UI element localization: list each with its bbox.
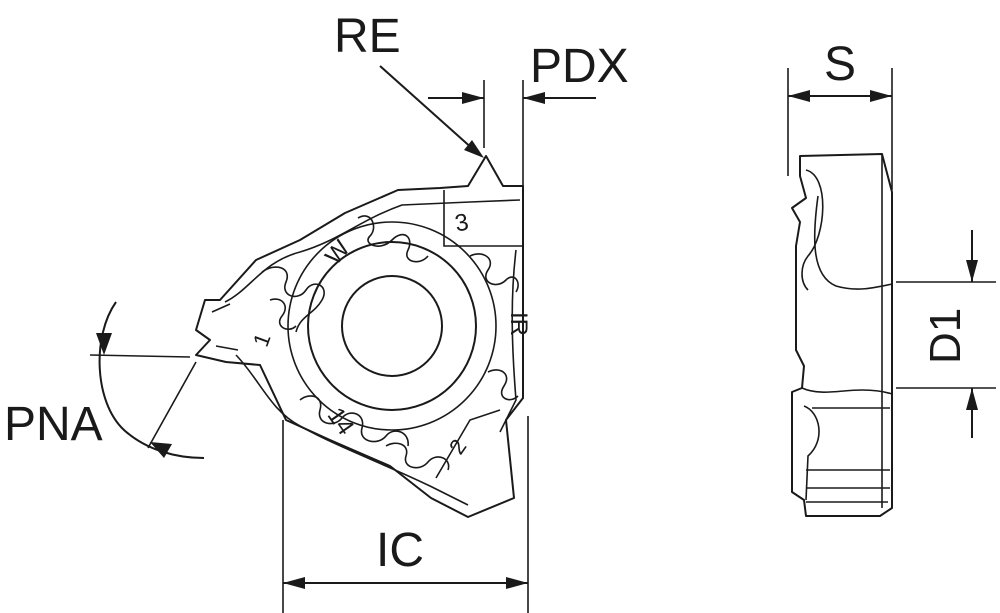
insert-lower-rim	[235, 354, 469, 506]
side-view-top-curve	[801, 169, 824, 291]
pdx-arrowhead-left	[462, 92, 484, 104]
insert-lower-right-band	[435, 409, 501, 479]
d1-dimension: D1	[896, 230, 996, 438]
s-arrowhead-right	[870, 90, 892, 102]
insert-bore-circle	[341, 275, 443, 377]
insert-inner-rim	[224, 199, 521, 303]
ic-arrowhead-left	[283, 577, 305, 589]
insert-outline	[195, 155, 524, 518]
insert-mark-w: W	[320, 235, 355, 270]
pna-dimension: PNA	[4, 301, 205, 459]
ic-arrowhead-right	[506, 577, 528, 589]
side-view-lower-curve	[801, 387, 893, 395]
pna-reference-line	[89, 354, 191, 358]
side-view-outline	[791, 153, 893, 517]
pdx-arrowhead-right	[523, 92, 545, 104]
insert-right-rim	[499, 249, 517, 433]
insert-front-view: 3 W IR 14 2 1	[195, 155, 532, 518]
insert-side-view	[791, 153, 893, 517]
insert-relief-edge	[443, 190, 523, 247]
re-label: RE	[334, 10, 401, 63]
pna-angle-arc	[98, 301, 205, 459]
chip-breaker-left-2	[269, 298, 297, 331]
insert-mark-ir: IR	[505, 312, 532, 336]
chip-breaker-right-2	[487, 369, 519, 401]
insert-mark-3: 3	[453, 209, 471, 238]
side-view-bottom-band	[803, 405, 820, 501]
insert-mark-1: 1	[248, 330, 276, 350]
pdx-label: PDX	[530, 40, 629, 93]
insert-mark-2: 2	[444, 434, 472, 458]
ic-dimension: IC	[282, 416, 529, 613]
d1-label: D1	[921, 308, 970, 364]
chip-breaker-top	[357, 215, 429, 263]
re-leader-line	[379, 65, 475, 151]
chip-breaker-right	[469, 253, 519, 293]
re-leader-arrowhead	[464, 140, 484, 158]
s-label: S	[824, 38, 856, 91]
re-dimension: RE	[334, 10, 484, 158]
pna-label: PNA	[4, 398, 103, 451]
d1-arrowhead-top	[966, 260, 978, 282]
ic-label: IC	[376, 524, 424, 577]
chip-breaker-left	[261, 266, 325, 333]
pdx-dimension: PDX	[428, 40, 629, 186]
pna-flank-line	[147, 361, 197, 449]
side-view-inner-curve	[813, 195, 893, 290]
insert-hub-circle	[307, 241, 477, 411]
s-arrowhead-left	[788, 90, 810, 102]
chip-breaker-bottom-2	[385, 442, 450, 471]
pna-arc-arrowhead-top	[96, 333, 112, 355]
d1-arrowhead-bottom	[966, 388, 978, 410]
insert-left-band	[211, 303, 239, 351]
s-dimension: S	[787, 38, 893, 190]
insert-hub-ring	[287, 221, 497, 431]
pna-arc-arrowhead-bottom	[150, 442, 172, 458]
chip-breaker-bottom	[299, 395, 409, 447]
